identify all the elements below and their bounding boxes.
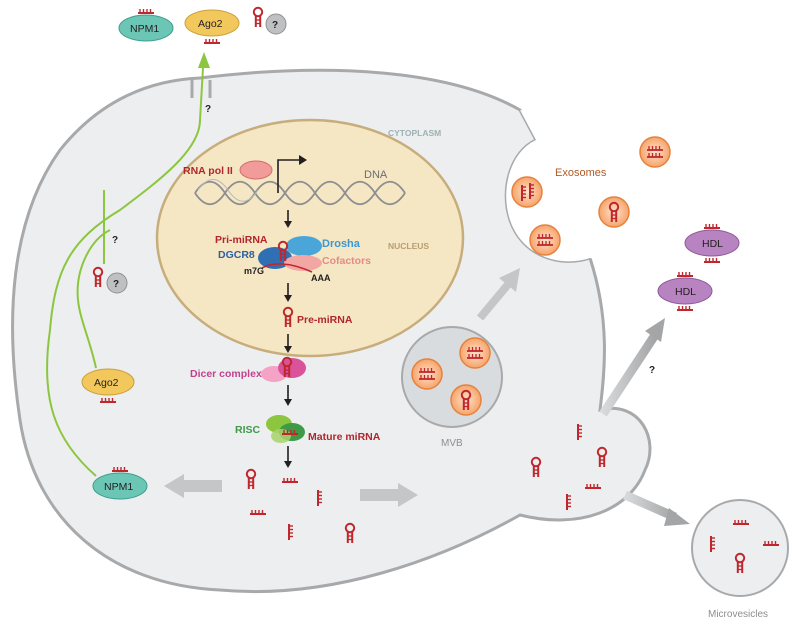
dgcr8-label: DGCR8	[218, 249, 255, 261]
nucleus-label: NUCLEUS	[388, 241, 429, 251]
mvb	[401, 326, 503, 428]
risc-label: RISC	[235, 424, 261, 436]
svg-text:Ago2: Ago2	[94, 377, 119, 389]
intracellular-unknown-carrier: ?	[92, 266, 128, 294]
npm1-complex-extracellular: NPM1	[118, 8, 174, 42]
microvesicles-label: Microvesicles	[708, 609, 768, 620]
svg-text:?: ?	[113, 279, 119, 290]
drosha-label: Drosha	[322, 238, 361, 250]
arrow-dna-to-primirna	[284, 210, 292, 228]
arrow-to-hdl	[599, 318, 665, 417]
exosome	[639, 136, 671, 168]
arrow-mvb-to-exosomes	[476, 268, 520, 321]
cofactors-label: Cofactors	[322, 255, 371, 267]
rna-pol-ii	[239, 160, 273, 180]
exosome	[598, 196, 630, 228]
svg-text:HDL: HDL	[675, 286, 696, 298]
svg-text:Ago2: Ago2	[198, 18, 223, 30]
mvb-label: MVB	[441, 438, 463, 449]
unknown-carrier-extracellular: ?	[252, 6, 287, 35]
microprocessor-complex	[258, 236, 322, 273]
hdl-particle: HDL	[684, 223, 740, 263]
svg-text:HDL: HDL	[702, 238, 723, 250]
green-export-arrowhead	[198, 52, 210, 68]
transcription-start-arrow	[277, 155, 307, 193]
dicer-complex-icon	[261, 356, 306, 382]
cap-label: m7G	[244, 266, 264, 276]
svg-text:NPM1: NPM1	[130, 23, 159, 35]
mature-mirna-label: Mature miRNA	[308, 431, 381, 443]
hdl-particle: HDL	[657, 271, 713, 311]
pre-mirna-label: Pre-miRNA	[297, 314, 353, 326]
hdl-unknown-label: ?	[649, 365, 655, 376]
arrow-to-premirna	[284, 283, 292, 302]
arrow-to-cytoplasmic-mirnas	[284, 446, 292, 468]
dicer-label: Dicer complex	[190, 368, 262, 380]
arrow-to-dicer	[284, 334, 292, 353]
export-arrow-right	[360, 483, 418, 507]
npm1-complex-intracellular: NPM1	[92, 466, 148, 500]
dna-label: DNA	[364, 169, 388, 181]
membrane-channel	[190, 80, 212, 98]
cytoplasm-label: CYTOPLASM	[388, 128, 441, 138]
ago2-complex-extracellular: Ago2	[184, 9, 240, 44]
arrow-to-microvesicles	[623, 490, 690, 526]
secretion-pathway-lines	[46, 67, 204, 477]
export-arrow-left	[164, 474, 222, 498]
exosome	[511, 176, 543, 208]
polya-label: AAA	[311, 273, 331, 283]
pri-mirna-label: Pri-miRNA	[215, 234, 268, 246]
ago2-complex-intracellular: Ago2	[81, 368, 135, 403]
svg-text:NPM1: NPM1	[104, 481, 133, 493]
exosomes-label: Exosomes	[555, 167, 607, 179]
mirna-hairpin-icon	[252, 6, 264, 29]
arrow-to-risc	[284, 385, 292, 406]
dna-helix	[194, 179, 406, 206]
pathway-unknown-label: ?	[112, 235, 118, 246]
exosome	[529, 224, 561, 256]
risc-complex-icon	[266, 415, 305, 443]
rna-pol-label: RNA pol II	[183, 165, 233, 177]
microvesicle	[691, 499, 789, 597]
channel-unknown-label: ?	[205, 104, 211, 115]
svg-text:?: ?	[272, 20, 278, 31]
